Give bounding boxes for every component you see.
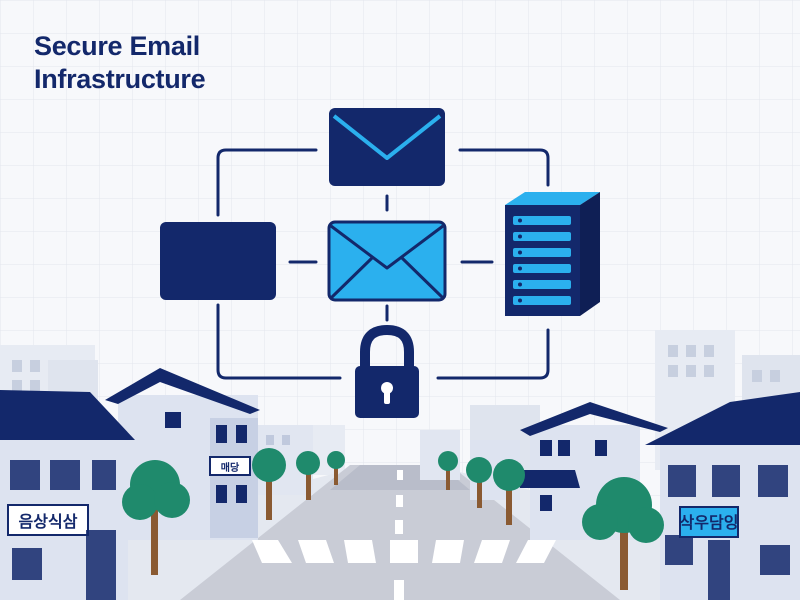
road-markings (394, 470, 404, 600)
tree (252, 448, 286, 520)
page-title: Secure Email Infrastructure (34, 30, 206, 96)
tree (327, 451, 345, 485)
tree (296, 451, 320, 500)
monitor-icon (160, 222, 276, 300)
tree (438, 451, 458, 490)
street-scene: 음상식삼 매당 삭우담잉 (0, 330, 800, 600)
tree (122, 460, 190, 575)
crosswalk (252, 540, 556, 563)
envelope-icon (329, 108, 445, 186)
padlock-icon (355, 324, 419, 418)
shop-sign-left: 음상식삼 (19, 512, 78, 531)
shop-sign-small: 매당 (221, 461, 240, 474)
right-buildings (420, 392, 800, 600)
envelope-icon (327, 220, 447, 302)
shop-sign-right: 삭우담잉 (680, 513, 739, 532)
title-line-1: Secure Email (34, 31, 200, 61)
title-line-2: Infrastructure (34, 64, 206, 94)
tree (493, 459, 525, 525)
tree (582, 477, 664, 590)
background-windows (12, 345, 780, 392)
trees (122, 448, 664, 590)
left-buildings (0, 368, 313, 600)
connection-lines (216, 148, 550, 380)
tree (466, 457, 492, 508)
server-icon (505, 192, 600, 316)
